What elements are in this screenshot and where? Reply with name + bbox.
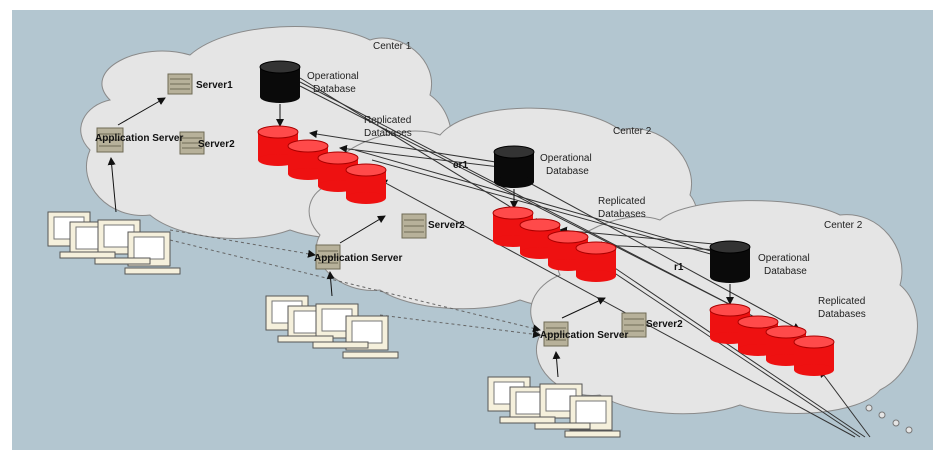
replicated-db-label-2: Databases (598, 209, 646, 220)
app-to-server-arrow (561, 297, 606, 319)
server2-label: Server2 (428, 220, 465, 231)
center-3-title: Center 2 (824, 220, 863, 231)
center-1-title: Center 1 (373, 41, 412, 52)
ellipsis-dots-icon (865, 404, 913, 434)
app-to-server-arrow (339, 215, 386, 244)
center-2: Operational Database Replicated Database… (265, 145, 646, 359)
client-to-app-arrow (107, 157, 117, 213)
center-2-title: Center 2 (613, 126, 652, 137)
client-computer-icon (265, 295, 399, 359)
server-icon (401, 213, 427, 239)
center-3: Operational Database Replicated Database… (487, 240, 866, 438)
server-icon (621, 312, 647, 338)
app-server-label: Application Server (95, 133, 183, 144)
server-icon (167, 73, 193, 95)
operational-db-label-1: Operational (307, 71, 359, 82)
replicated-db-label-2: Databases (364, 128, 412, 139)
replicated-db-label-2: Databases (818, 309, 866, 320)
server-icon (179, 131, 205, 155)
server2-label: Server2 (646, 319, 683, 330)
server1-label: er1 (453, 160, 468, 171)
center-1: Operational Database Replicated Database… (47, 60, 412, 275)
client-computer-icon (487, 376, 621, 438)
replicated-database-icon (492, 206, 617, 282)
server2-label: Server2 (198, 139, 235, 150)
server1-label: Server1 (196, 80, 233, 91)
client-links (169, 229, 541, 339)
operational-database-icon (493, 145, 535, 188)
operational-database-icon (709, 240, 751, 283)
replicated-database-icon (709, 303, 835, 376)
server1-label: r1 (674, 262, 684, 273)
app-server-label: Application Server (540, 330, 628, 341)
operational-db-label-2: Database (546, 166, 589, 177)
operational-database-icon (259, 60, 301, 103)
operational-db-label-2: Database (764, 266, 807, 277)
client-to-app-arrow (326, 271, 335, 297)
server-icon (315, 244, 341, 270)
server-icon (543, 321, 569, 347)
replicated-db-label-1: Replicated (598, 196, 645, 207)
replicated-db-label-1: Replicated (364, 115, 411, 126)
operational-db-label-2: Database (313, 84, 356, 95)
replicated-database-icon (257, 125, 387, 204)
client-to-app-arrow (552, 351, 561, 378)
app-server-label: Application Server (314, 253, 402, 264)
replicated-db-label-1: Replicated (818, 296, 865, 307)
server-icon (96, 127, 124, 153)
replication-links (299, 77, 871, 438)
app-to-server1-arrow (117, 97, 166, 126)
operational-db-label-1: Operational (758, 253, 810, 264)
operational-db-label-1: Operational (540, 153, 592, 164)
client-computer-icon (47, 211, 181, 275)
